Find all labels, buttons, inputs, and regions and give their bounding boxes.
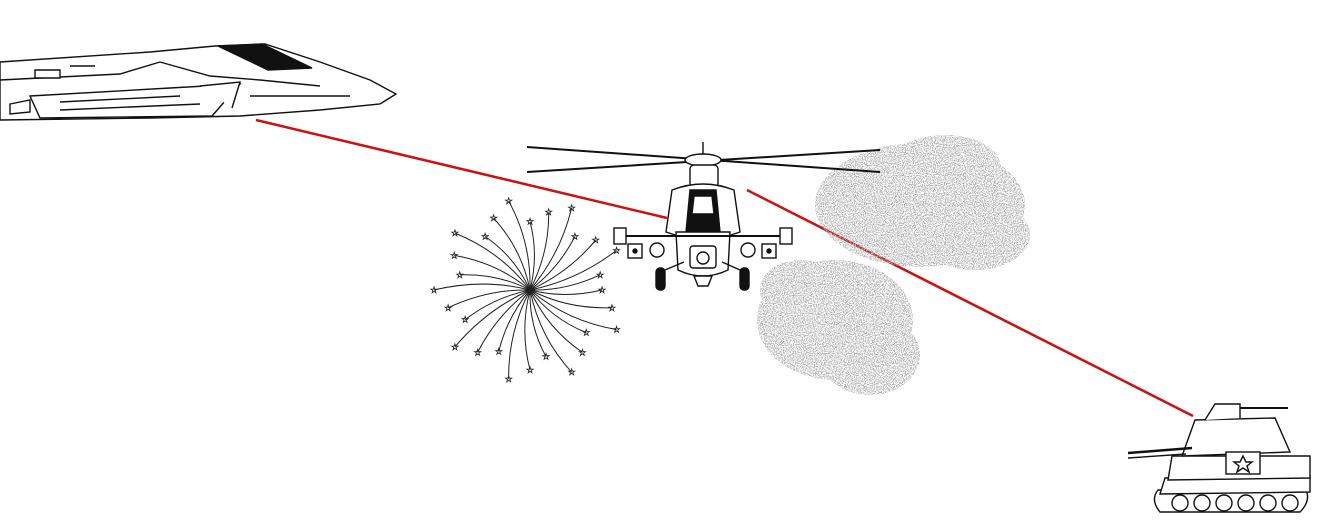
firework-ray <box>529 289 547 357</box>
firework-star: ☆ <box>481 233 489 243</box>
firework-star: ☆ <box>592 236 600 246</box>
firework-ray <box>529 289 617 331</box>
firework-ray <box>529 236 576 291</box>
firework-star: ☆ <box>474 348 482 358</box>
tank-wheel <box>1193 494 1211 512</box>
tank-wheel <box>1281 494 1299 512</box>
smoke-cloud-upper <box>815 135 1030 270</box>
firework-star: ☆ <box>444 304 452 314</box>
firework-ray <box>454 289 531 348</box>
firework-star: ☆ <box>456 271 464 281</box>
firework-ray <box>459 274 531 291</box>
firework-star: ☆ <box>542 353 550 363</box>
firework-ray <box>529 212 550 291</box>
firework-star: ☆ <box>545 208 553 218</box>
firework-star: ☆ <box>450 251 458 261</box>
firework-ray <box>529 239 597 291</box>
firework-star: ☆ <box>451 229 459 239</box>
firework-ray <box>529 289 573 373</box>
tank-wheel <box>1215 494 1233 512</box>
firework-ray <box>508 289 531 379</box>
firework-ray <box>529 221 535 291</box>
firework-ray <box>454 232 531 291</box>
firework-ray <box>454 254 531 291</box>
firework-star: ☆ <box>451 343 459 353</box>
firework-star: ☆ <box>596 271 604 281</box>
firework-star: ☆ <box>571 233 579 243</box>
firework-ray <box>529 207 573 291</box>
firework-ray <box>529 250 617 291</box>
firework-icon: ☆ ☆ ☆ ☆ ☆ ☆ ☆ ☆ ☆ ☆ ☆ ☆ ☆ ☆ ☆ ☆ ☆ ☆ ☆ ☆ ☆ ☆ ☆ ☆ ☆ ☆ ☆ ☆ <box>430 197 621 385</box>
tank-wheel <box>1237 494 1255 512</box>
firework-star: ☆ <box>578 348 586 358</box>
firework-ray <box>433 283 531 291</box>
tank-wheel <box>1259 494 1277 512</box>
helicopter-icon <box>526 142 881 291</box>
connector-line-jet-helicopter <box>255 118 668 220</box>
firework-ray <box>529 289 583 353</box>
firework-ray <box>447 289 531 309</box>
firework-ray <box>484 236 531 291</box>
smoke-cloud-lower <box>757 260 920 395</box>
firework-star: ☆ <box>461 316 469 326</box>
firework-star: ☆ <box>495 348 503 358</box>
firework-star: ☆ <box>505 197 513 207</box>
firework-ray <box>529 289 587 334</box>
firework-star: ☆ <box>598 286 606 296</box>
firework-ray <box>464 289 531 321</box>
firework-star: ☆ <box>505 375 513 385</box>
tank-wheel <box>1171 494 1189 512</box>
connector-line-helicopter-tank <box>746 188 1194 418</box>
firework-star: ☆ <box>430 286 438 296</box>
firework-star: ☆ <box>612 326 620 336</box>
firework-star: ☆ <box>612 246 620 256</box>
firework-ray <box>529 289 603 295</box>
firework-star: ☆ <box>568 204 576 214</box>
firework-star: ☆ <box>526 218 534 228</box>
firework-ray <box>498 289 531 352</box>
firework-ray <box>524 289 531 370</box>
firework-ray <box>493 217 531 291</box>
firework-ray <box>529 289 612 309</box>
tank-icon <box>1127 403 1311 513</box>
firework-star: ☆ <box>568 368 576 378</box>
firework-star: ☆ <box>582 329 590 339</box>
firework-star: ☆ <box>608 304 616 314</box>
firework-star: ☆ <box>526 366 534 376</box>
firework-ray <box>529 274 601 291</box>
firework-star: ☆ <box>490 214 498 224</box>
firework-ray <box>477 289 531 353</box>
firework-ray <box>508 200 531 291</box>
jet-icon <box>0 43 398 121</box>
